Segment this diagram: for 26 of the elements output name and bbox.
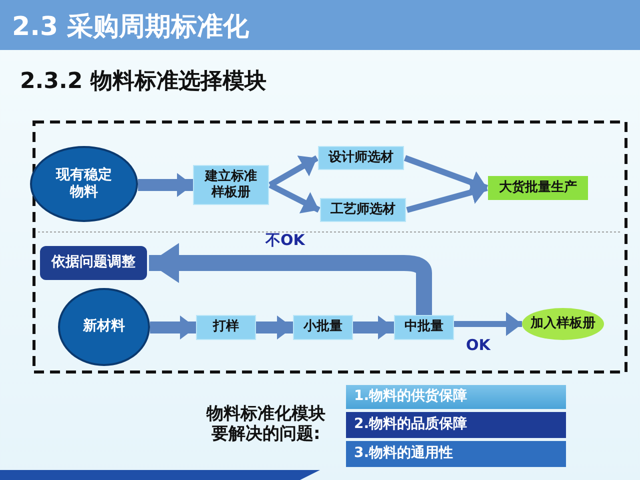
arrow: [454, 312, 522, 336]
edge-label: OK: [466, 336, 490, 354]
step-box: 建立标准样板册: [193, 165, 269, 205]
problem-bar: 2.物料的品质保障: [346, 412, 566, 438]
adjust-box: 依据问题调整: [40, 246, 147, 280]
problem-bar: 1.物料的供货保障: [346, 385, 566, 409]
material-ellipse: 新材料: [58, 288, 150, 366]
subtitle: 2.3.2 物料标准选择模块: [20, 68, 266, 96]
step-box: 打样: [196, 315, 256, 340]
arrow: [353, 316, 394, 340]
step-box: 中批量: [394, 315, 454, 340]
step-box: 小批量: [293, 315, 353, 340]
result-ellipse: 加入样板册: [522, 308, 604, 340]
result-box: 大货批量生产: [488, 176, 588, 200]
edge-label: 不OK: [266, 231, 305, 250]
arrow: [268, 182, 320, 214]
problem-bar: 3.物料的通用性: [346, 441, 566, 467]
step-box: 工艺师选材: [320, 198, 406, 222]
question-label: 物料标准化模块要解决的问题:: [205, 404, 326, 445]
arrow: [138, 173, 193, 197]
title: 2.3 采购周期标准化: [12, 11, 250, 44]
arrow: [268, 155, 318, 188]
arrow: [150, 316, 196, 340]
arrow: [256, 316, 293, 340]
step-box: 设计师选材: [318, 146, 404, 170]
material-ellipse: 现有稳定物料: [30, 146, 138, 222]
